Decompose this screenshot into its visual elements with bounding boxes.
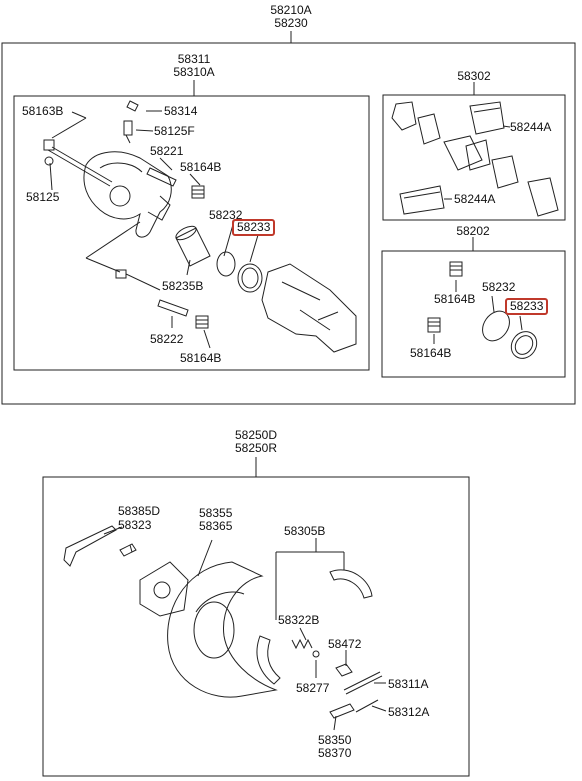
seal-label-58164b-bottom: 58164B xyxy=(410,346,452,360)
part-label-58164b-bottom: 58164B xyxy=(180,351,222,365)
part-label-58370: 58370 xyxy=(318,746,352,760)
seal-kit-code: 58202 xyxy=(456,224,490,238)
part-label-58305b: 58305B xyxy=(284,524,326,538)
pad-kit-drawing xyxy=(391,101,559,217)
caliper-code-2: 58310A xyxy=(173,65,215,79)
part-label-58235b: 58235B xyxy=(162,279,204,293)
part-label-58244a-bottom: 58244A xyxy=(454,192,496,206)
part-label-58355: 58355 xyxy=(199,506,233,520)
part-label-58125: 58125 xyxy=(26,190,60,204)
part-label-58221: 58221 xyxy=(150,144,184,158)
caliper-assembly-code-1: 58210A xyxy=(270,3,312,17)
caliper-frame xyxy=(13,95,370,371)
brake-assembly-code-1: 58250D xyxy=(234,428,278,442)
brake-assembly-frame xyxy=(42,476,470,777)
part-label-58312a: 58312A xyxy=(388,705,430,719)
seal-label-58164b-top: 58164B xyxy=(434,292,476,306)
part-label-58232: 58232 xyxy=(209,208,243,222)
seal-label-58233-highlighted[interactable]: 58233 xyxy=(505,298,549,315)
part-label-58277: 58277 xyxy=(296,681,330,695)
part-label-58233-highlighted[interactable]: 58233 xyxy=(232,219,276,236)
part-label-58350: 58350 xyxy=(318,733,352,747)
part-label-58164b-top: 58164B xyxy=(180,160,222,174)
caliper-assembly-code-2: 58230 xyxy=(274,16,308,30)
part-label-58244a-top: 58244A xyxy=(510,120,552,134)
seal-label-58232: 58232 xyxy=(482,280,516,294)
part-label-58365: 58365 xyxy=(199,519,233,533)
pad-kit-code: 58302 xyxy=(457,69,491,83)
part-label-58311a: 58311A xyxy=(388,677,429,691)
brake-assembly-code-2: 58250R xyxy=(234,441,278,455)
part-label-58222: 58222 xyxy=(150,332,184,346)
part-label-58472: 58472 xyxy=(328,637,362,651)
boot-58164b-top xyxy=(191,185,205,199)
caliper-assembly-frame xyxy=(1,42,576,405)
caliper-parts-drawing xyxy=(43,100,357,353)
part-label-58322b: 58322B xyxy=(278,613,320,627)
part-label-58385d: 58385D xyxy=(118,504,161,518)
part-label-58323: 58323 xyxy=(118,518,152,532)
part-label-58125f: 58125F xyxy=(154,124,195,138)
seal-kit-drawing xyxy=(427,261,538,359)
brake-assembly-drawing xyxy=(63,525,387,731)
part-label-58163b: 58163B xyxy=(22,104,64,118)
caliper-code-1: 58311 xyxy=(177,52,211,66)
part-label-58314: 58314 xyxy=(164,104,198,118)
